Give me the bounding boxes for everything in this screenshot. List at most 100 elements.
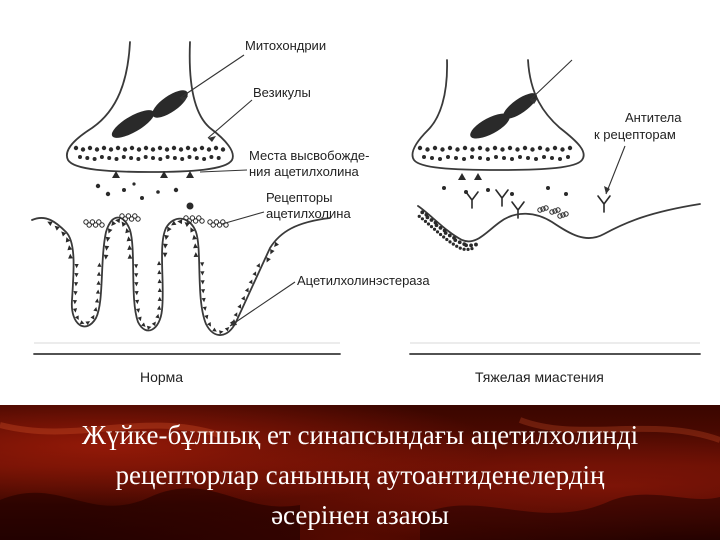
mitochondrion-normal-2 (108, 105, 158, 143)
vesicle (130, 146, 134, 150)
antibody-y (598, 196, 610, 212)
acetylcholinesterase-mark (158, 297, 162, 301)
acetylcholinesterase-mark (157, 306, 161, 310)
degraded-receptor-fragment (444, 231, 448, 235)
vesicles-normal (74, 146, 225, 161)
acetylcholinesterase-mark (96, 290, 100, 294)
acetylcholine-receptor (128, 254, 133, 259)
acetylcholine-receptor (163, 253, 168, 258)
acetylcholinesterase-mark (152, 322, 156, 327)
acetylcholinesterase-mark (73, 300, 77, 304)
vesicle (144, 146, 148, 150)
normal-labels: Митохондрии Везикулы Места высвобожде- н… (140, 38, 430, 385)
leader-release-sites (200, 170, 247, 172)
degraded-receptor-fragment (424, 220, 427, 223)
vesicle (462, 157, 466, 161)
ach-molecules-normal (96, 182, 194, 209)
acetylcholinesterase-mark (75, 264, 79, 268)
acetylcholinesterase-mark (95, 298, 99, 302)
slide-title-line3: әсерінен азаюы (20, 495, 700, 535)
vesicle (207, 147, 211, 151)
acetylcholinesterase-normal (84, 214, 228, 227)
acetylcholinesterase-mark (73, 308, 77, 312)
vesicle (214, 146, 218, 150)
degraded-receptor-fragment (439, 233, 442, 236)
antibodies (466, 190, 610, 218)
vesicle (478, 156, 482, 160)
degraded-receptor-fragment (469, 243, 473, 247)
vesicle (518, 155, 522, 159)
acetylcholinesterase-mark (134, 273, 138, 277)
vesicle (422, 155, 426, 159)
acetylcholine-receptor (108, 228, 113, 233)
degraded-receptor-fragment (459, 247, 462, 250)
vesicle (81, 147, 85, 151)
vesicle (463, 146, 467, 150)
vesicle (179, 147, 183, 151)
vesicle (107, 156, 111, 160)
leader-antibodies (606, 146, 625, 194)
vesicle (510, 157, 514, 161)
acetylcholine-receptor (127, 245, 132, 250)
vesicle (515, 147, 519, 151)
degraded-receptor-fragment (455, 245, 458, 248)
acetylcholinesterase-cluster (200, 219, 204, 223)
degraded-receptor-fragment (420, 210, 424, 214)
acetylcholinesterase-mark (158, 288, 162, 292)
acetylcholinesterase-mark (237, 304, 241, 309)
acetylcholinesterase-mark (93, 307, 97, 312)
vesicle (566, 155, 570, 159)
acetylcholinesterase-mark (158, 279, 162, 283)
vesicle (88, 146, 92, 150)
myasthenia-synapse (410, 60, 700, 354)
vesicle (144, 155, 148, 159)
degraded-receptor-fragment (464, 243, 468, 247)
acetylcholinesterase-mark (97, 272, 101, 276)
vesicle (158, 146, 162, 150)
acetylcholinesterase-mark (157, 261, 161, 265)
vesicle (209, 155, 213, 159)
vesicle (100, 155, 104, 159)
myasthenia-labels: Антитела к рецепторам Тяжелая миастения (475, 60, 682, 385)
acetylcholinesterase-mark (249, 280, 253, 285)
leader-receptors (222, 212, 264, 224)
vesicle (542, 155, 546, 159)
vesicle (188, 155, 192, 159)
acetylcholinesterase-mark (241, 296, 245, 301)
degraded-receptor-fragment (470, 247, 473, 250)
degraded-receptor-fragment (466, 248, 469, 251)
acetylcholine-receptor (266, 257, 270, 262)
vesicles-myasthenia (418, 146, 572, 161)
vesicle (129, 156, 133, 160)
vesicle (172, 146, 176, 150)
acetylcholine-receptor (104, 246, 109, 251)
vesicle (116, 146, 120, 150)
vesicle (530, 147, 534, 151)
vesicle (109, 147, 113, 151)
label-antibodies-line2: к рецепторам (594, 127, 676, 142)
vesicle (102, 146, 106, 150)
acetylcholinesterase-mark (219, 330, 223, 334)
acetylcholinesterase-mark (155, 314, 159, 319)
vesicle (95, 147, 99, 151)
degraded-receptor-fragment (445, 238, 448, 241)
acetylcholinesterase-mark (135, 300, 139, 304)
nerve-terminal-normal (67, 42, 233, 172)
caption-normal: Норма (140, 369, 183, 385)
degraded-receptor-fragment (439, 226, 443, 230)
vesicle (493, 146, 497, 150)
vesicle (173, 156, 177, 160)
acetylcholinesterase-mark (135, 291, 139, 295)
vesicle (186, 146, 190, 150)
vesicle (558, 157, 562, 161)
acetylcholine-receptor (194, 252, 199, 257)
acetylcholinesterase-mark (245, 288, 249, 293)
antibody-y (466, 192, 478, 208)
vesicle (418, 146, 422, 150)
acetylcholinesterase-mark (157, 270, 161, 274)
vesicle (122, 155, 126, 159)
acetylcholinesterase-mark (97, 263, 101, 267)
leader-mitochondria-myasthenia (530, 60, 572, 100)
vesicle (85, 156, 89, 160)
degraded-receptor-fragment (426, 215, 430, 219)
